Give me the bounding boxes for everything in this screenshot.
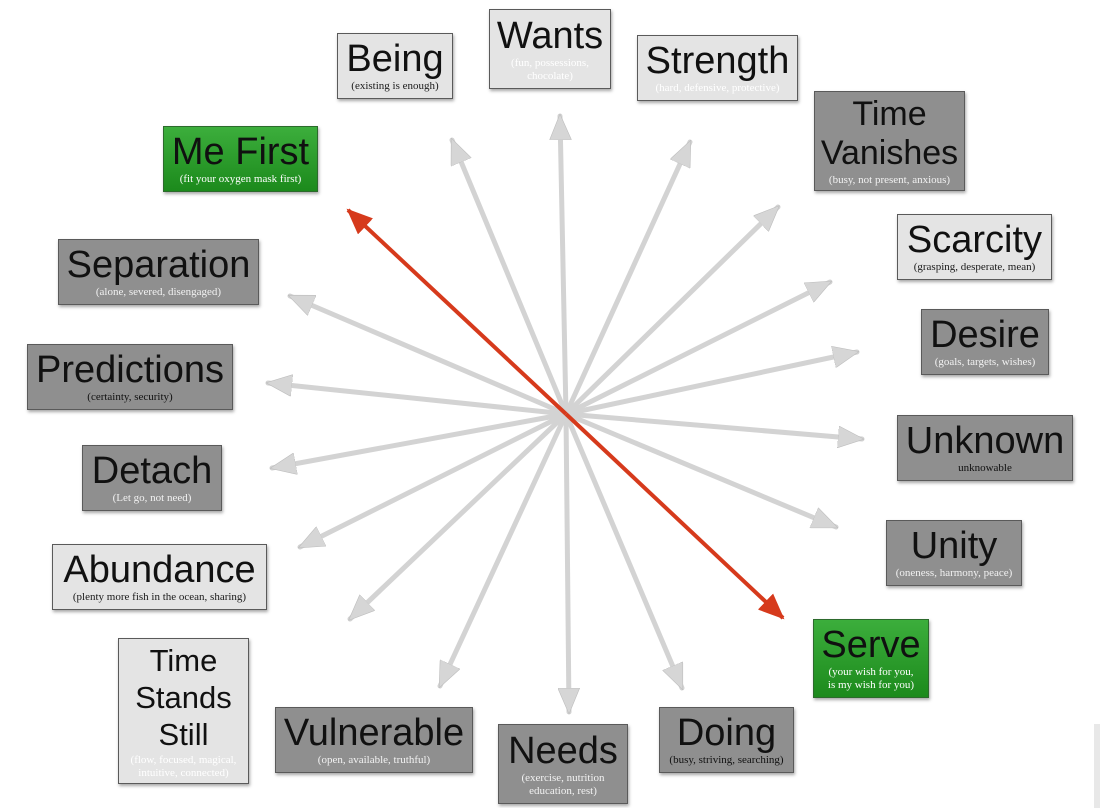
arrow-to-scarcity xyxy=(563,279,833,417)
node-subtitle: (grasping, desperate, mean) xyxy=(913,261,1036,273)
arrow-to-unknown xyxy=(563,411,862,439)
node-me-first: Me First (fit your oxygen mask first) xyxy=(163,126,318,192)
node-title: Strength xyxy=(645,40,790,82)
arrow-to-wants xyxy=(560,113,566,417)
node-subtitle: (fun, possessions, chocolate) xyxy=(511,56,589,82)
node-title: Abundance xyxy=(63,549,256,591)
arrow-to-unity xyxy=(563,411,836,530)
node-title: Needs xyxy=(508,729,618,772)
node-title: Serve xyxy=(821,624,921,666)
node-subtitle: (goals, targets, wishes) xyxy=(934,356,1036,368)
arrow-to-doing xyxy=(563,411,685,688)
arrow-to-vulnerable xyxy=(437,411,569,686)
node-subtitle: (certainty, security) xyxy=(87,391,173,403)
node-subtitle: (fit your oxygen mask first) xyxy=(179,173,302,185)
arrow-to-predictions xyxy=(268,383,569,417)
red-arrow-to-serve xyxy=(564,412,785,620)
node-title: Vulnerable xyxy=(283,712,465,754)
node-subtitle: (plenty more fish in the ocean, sharing) xyxy=(72,591,247,603)
arrow-to-time-stands-still xyxy=(347,411,569,622)
arrow-to-desire xyxy=(563,352,857,417)
node-needs: Needs (exercise, nutrition education, re… xyxy=(498,724,628,804)
node-subtitle: (flow, focused, magical, intuitive, conn… xyxy=(130,754,237,779)
node-strength: Strength (hard, defensive, protective) xyxy=(637,35,798,101)
node-subtitle: (busy, striving, searching) xyxy=(669,754,784,766)
node-title: Separation xyxy=(66,244,251,286)
arrow-to-separation xyxy=(290,293,569,417)
node-title: Desire xyxy=(930,314,1040,356)
node-title: Being xyxy=(346,38,444,80)
node-abundance: Abundance (plenty more fish in the ocean… xyxy=(52,544,267,610)
node-time-vanishes: Time Vanishes (busy, not present, anxiou… xyxy=(814,91,965,191)
node-detach: Detach (Let go, not need) xyxy=(82,445,222,511)
node-vulnerable: Vulnerable (open, available, truthful) xyxy=(275,707,473,773)
arrow-to-time-vanishes xyxy=(563,204,781,417)
arrow-to-strength xyxy=(563,142,693,417)
node-separation: Separation (alone, severed, disengaged) xyxy=(58,239,259,305)
node-time-stands-still: Time Stands Still (flow, focused, magica… xyxy=(118,638,249,784)
edge-strip xyxy=(1094,724,1100,808)
node-being: Being (existing is enough) xyxy=(337,33,453,99)
arrow-to-detach xyxy=(272,411,569,468)
red-arrow-to-me-first xyxy=(346,208,568,416)
node-subtitle: (hard, defensive, protective) xyxy=(655,82,780,94)
node-title: Time Stands Still xyxy=(135,643,232,752)
node-title: Doing xyxy=(676,712,777,754)
node-subtitle: (oneness, harmony, peace) xyxy=(895,567,1013,579)
node-title: Predictions xyxy=(36,349,224,391)
node-title: Unity xyxy=(910,525,998,567)
arrow-to-being xyxy=(449,140,569,417)
node-scarcity: Scarcity (grasping, desperate, mean) xyxy=(897,214,1052,280)
node-unknown: Unknown unknowable xyxy=(897,415,1073,481)
node-title: Wants xyxy=(496,14,604,57)
node-title: Me First xyxy=(171,131,310,173)
node-title: Time Vanishes xyxy=(820,95,959,172)
node-subtitle: (exercise, nutrition education, rest) xyxy=(521,771,605,797)
node-subtitle: (Let go, not need) xyxy=(112,492,192,504)
node-subtitle: (open, available, truthful) xyxy=(317,754,431,766)
node-wants: Wants (fun, possessions, chocolate) xyxy=(489,9,611,89)
node-subtitle: (your wish for you, is my wish for you) xyxy=(827,666,915,691)
node-subtitle: unknowable xyxy=(958,462,1012,474)
arrow-to-needs xyxy=(566,411,569,715)
node-title: Detach xyxy=(91,450,213,492)
node-serve: Serve (your wish for you, is my wish for… xyxy=(813,619,929,698)
node-doing: Doing (busy, striving, searching) xyxy=(659,707,794,773)
node-predictions: Predictions (certainty, security) xyxy=(27,344,233,410)
node-subtitle: (alone, severed, disengaged) xyxy=(95,286,222,298)
node-title: Scarcity xyxy=(906,219,1043,261)
node-title: Unknown xyxy=(905,420,1065,462)
node-subtitle: (busy, not present, anxious) xyxy=(828,174,951,186)
node-subtitle: (existing is enough) xyxy=(351,80,439,92)
node-desire: Desire (goals, targets, wishes) xyxy=(921,309,1049,375)
arrow-to-abundance xyxy=(297,411,569,550)
node-unity: Unity (oneness, harmony, peace) xyxy=(886,520,1022,586)
